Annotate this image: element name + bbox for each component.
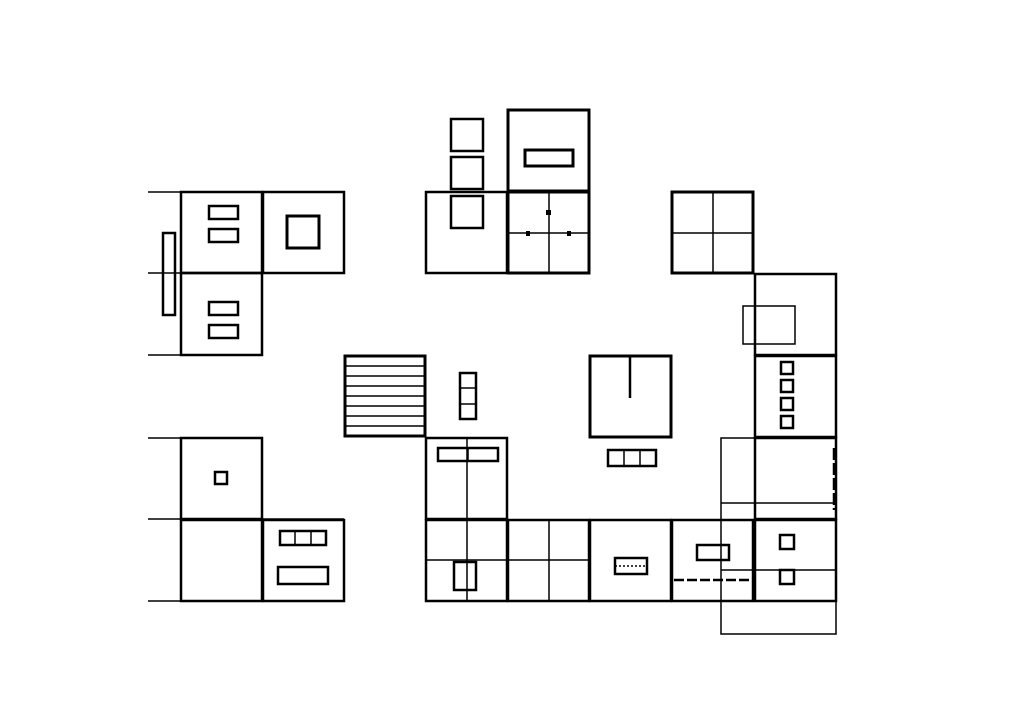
plan-rect	[779, 378, 795, 394]
plan-rect	[567, 231, 571, 236]
plan-rect	[278, 529, 328, 547]
plan-rect	[424, 190, 509, 275]
plan-rect	[207, 227, 240, 244]
plan-rect	[720, 437, 837, 635]
plan-rect	[778, 533, 796, 551]
plan-rect	[695, 543, 731, 562]
bar-element	[161, 231, 177, 317]
plan-rect	[207, 204, 240, 221]
plan-rect	[779, 396, 795, 412]
module-group-right-column	[720, 272, 838, 635]
module-group-top-right	[670, 190, 755, 275]
plan-rect	[458, 371, 478, 421]
stack-element	[458, 371, 478, 421]
stair-element	[343, 354, 427, 438]
plan-rect	[285, 214, 321, 250]
plan-rect	[523, 148, 575, 168]
plan-rect	[742, 305, 796, 345]
plan-rect	[526, 231, 530, 236]
module-group-bottom-left	[148, 436, 346, 603]
plan-rect	[276, 565, 330, 586]
plan-rect	[261, 518, 346, 603]
plan-rect	[753, 354, 838, 439]
plan-rect	[546, 210, 551, 215]
module-group-bottom-row	[424, 436, 755, 603]
center-box	[588, 354, 673, 468]
plan-rect	[449, 194, 485, 230]
plan-rect	[779, 414, 795, 430]
plan-rect	[213, 470, 229, 486]
plan-rect	[207, 300, 240, 317]
plan-rect	[606, 448, 658, 468]
module-box	[179, 190, 264, 275]
module-box	[179, 271, 264, 357]
module-box	[261, 190, 346, 275]
plan-rect	[449, 155, 485, 191]
plan-rect	[449, 117, 485, 153]
plan-rect	[179, 518, 264, 603]
plan-rect	[179, 436, 264, 521]
plan-rect	[753, 436, 838, 521]
plan-rect	[588, 518, 673, 603]
plan-rect	[207, 323, 240, 340]
module-group-top-left	[148, 190, 346, 357]
plan-rect	[778, 568, 796, 586]
plan-rect	[452, 560, 478, 592]
plan-rect	[753, 518, 838, 603]
module-group-top-center	[424, 108, 591, 275]
plan-rect	[779, 360, 795, 376]
plan-rect	[670, 518, 755, 603]
